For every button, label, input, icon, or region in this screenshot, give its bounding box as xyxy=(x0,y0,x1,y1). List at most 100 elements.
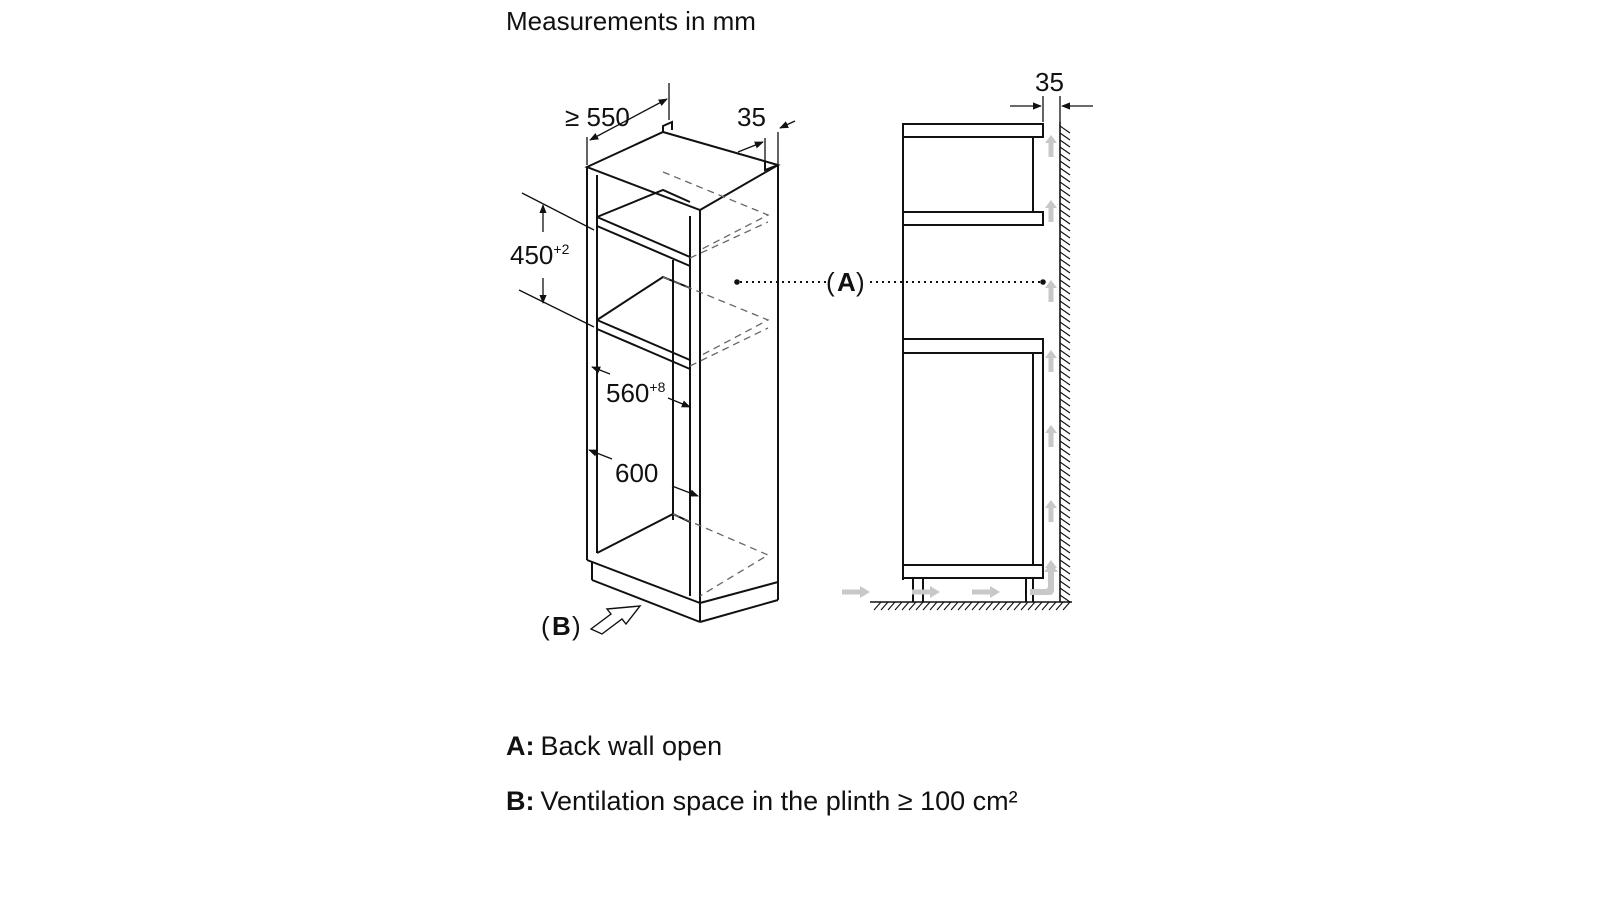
callout-b-close: ) xyxy=(572,611,581,641)
dim-niche-width xyxy=(591,366,691,408)
legend-a-key: A: xyxy=(506,731,535,761)
hatch-line xyxy=(1041,601,1050,611)
hatch-line xyxy=(1059,314,1071,323)
hatch-line xyxy=(1059,202,1071,211)
hatch-line xyxy=(1059,440,1071,449)
hatch-line xyxy=(1059,160,1071,169)
legend-b-text: Ventilation space in the plinth ≥ 100 cm… xyxy=(540,786,1018,816)
hatch-line xyxy=(1059,258,1071,267)
hatch-line xyxy=(936,601,945,611)
hatch-line xyxy=(1059,216,1071,225)
hatch-line xyxy=(1059,342,1071,351)
hatch-line xyxy=(1059,412,1071,421)
dim-cabinet-width-label: 600 xyxy=(615,458,658,488)
wall-hatching xyxy=(873,125,1071,611)
legend-b: B:Ventilation space in the plinth ≥ 100 … xyxy=(506,786,1018,817)
hatch-line xyxy=(992,601,1001,611)
hatch-line xyxy=(1006,601,1015,611)
hatch-line xyxy=(1059,321,1071,330)
dim-cabinet-width xyxy=(588,449,699,497)
hatch-line xyxy=(964,601,973,611)
hatch-line xyxy=(1059,552,1071,561)
hatch-line xyxy=(1059,594,1071,603)
hatch-line xyxy=(1059,335,1071,344)
callout-b-open: ( xyxy=(541,611,550,641)
hatch-line xyxy=(1059,363,1071,372)
hatch-line xyxy=(1059,517,1071,526)
hatch-line xyxy=(901,601,910,611)
dim-depth-label: ≥ 550 xyxy=(565,102,630,132)
hatch-line xyxy=(915,601,924,611)
callout-a-dot-left xyxy=(734,279,740,285)
hatch-line xyxy=(929,601,938,611)
dim-niche-width-label: 560+8 xyxy=(606,378,666,408)
hidden-lines xyxy=(662,171,770,597)
hatch-line xyxy=(1048,601,1057,611)
hatch-line xyxy=(1059,328,1071,337)
hatch-line xyxy=(1059,524,1071,533)
hatch-line xyxy=(1059,139,1071,148)
hatch-line xyxy=(1055,601,1064,611)
hatch-line xyxy=(1059,384,1071,393)
callout-b: B xyxy=(552,611,571,641)
hatch-line xyxy=(1059,132,1071,141)
hatch-line xyxy=(1059,475,1071,484)
hatch-line xyxy=(978,601,987,611)
hatch-line xyxy=(943,601,952,611)
hatch-line xyxy=(1059,265,1071,274)
hatch-line xyxy=(1059,433,1071,442)
airflow-right-arrow xyxy=(842,586,870,598)
hatch-line xyxy=(1059,300,1071,309)
hatch-line xyxy=(1059,209,1071,218)
hatch-line xyxy=(1059,545,1071,554)
hatch-line xyxy=(1062,601,1071,611)
hatch-line xyxy=(1059,279,1071,288)
hatch-line xyxy=(1059,580,1071,589)
hatch-line xyxy=(1059,503,1071,512)
hatch-line xyxy=(1059,370,1071,379)
hatch-line xyxy=(880,601,889,611)
hatch-line xyxy=(1059,244,1071,253)
hatch-line xyxy=(957,601,966,611)
hatch-line xyxy=(1059,146,1071,155)
hatch-line xyxy=(1059,377,1071,386)
hatch-line xyxy=(1027,601,1036,611)
airflow-up-arrow xyxy=(1045,425,1057,447)
hatch-line xyxy=(1059,251,1071,260)
hatch-line xyxy=(1059,223,1071,232)
dim-wall-gap-label: 35 xyxy=(1035,67,1064,97)
hatch-line xyxy=(1059,482,1071,491)
airflow-arrows xyxy=(842,135,1058,598)
hatch-line xyxy=(1013,601,1022,611)
airflow-up-arrow xyxy=(1045,500,1057,522)
hatch-line xyxy=(1059,489,1071,498)
hatch-line xyxy=(1059,349,1071,358)
callout-a: A xyxy=(837,267,856,297)
dim-niche-height xyxy=(518,192,595,328)
legend-b-key: B: xyxy=(506,786,535,816)
hatch-line xyxy=(1059,125,1071,134)
hatch-line xyxy=(1059,419,1071,428)
hatch-line xyxy=(1059,230,1071,239)
airflow-bend-arrow xyxy=(1030,563,1058,595)
hatch-line xyxy=(873,601,882,611)
dim-depth xyxy=(586,83,670,165)
hatch-line xyxy=(1059,356,1071,365)
airflow-up-arrow xyxy=(1045,200,1057,222)
airflow-up-arrow xyxy=(1045,135,1057,157)
callout-a-close: ) xyxy=(856,267,865,297)
hatch-line xyxy=(1059,468,1071,477)
hatch-line xyxy=(1059,153,1071,162)
legend-a-text: Back wall open xyxy=(540,731,723,761)
dim-niche-height-label: 450+2 xyxy=(510,240,570,270)
cabinet-side-section xyxy=(902,123,1044,602)
airflow-right-arrow xyxy=(972,586,1000,598)
hatch-line xyxy=(1059,496,1071,505)
hatch-line xyxy=(1059,426,1071,435)
hatch-line xyxy=(1059,391,1071,400)
hatch-line xyxy=(1059,272,1071,281)
hatch-line xyxy=(1059,461,1071,470)
dim-top-gap xyxy=(737,120,796,164)
dim-wall-gap xyxy=(1010,96,1093,122)
hatch-line xyxy=(1059,195,1071,204)
